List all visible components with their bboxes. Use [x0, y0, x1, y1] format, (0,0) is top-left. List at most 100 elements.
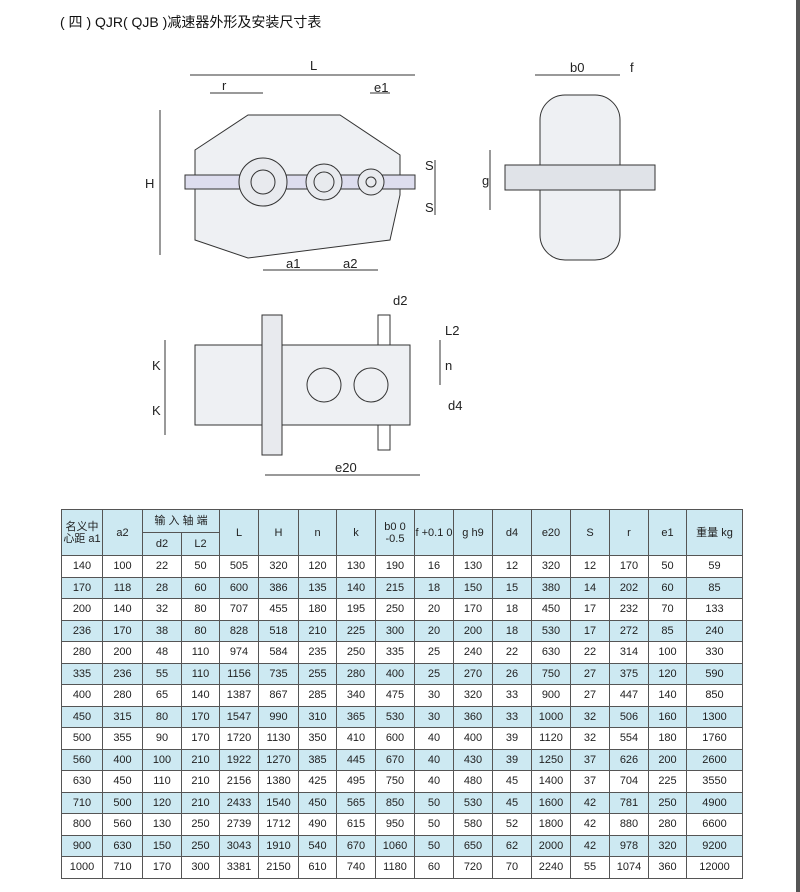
table-cell: 781 [609, 791, 649, 814]
table-cell: 50 [648, 555, 687, 578]
table-cell: 450 [298, 791, 337, 814]
label-e1: e1 [374, 80, 388, 95]
table-cell: 16 [414, 555, 454, 578]
table-cell: 285 [298, 684, 337, 707]
table-cell: 40 [414, 748, 454, 771]
label-S2: S [425, 200, 434, 215]
table-cell: 210 [181, 770, 220, 793]
table-cell: 500 [61, 727, 103, 750]
table-cell: 518 [258, 619, 299, 642]
table-cell: 650 [453, 834, 493, 857]
table-cell: 12000 [686, 856, 743, 879]
table-cell: 6600 [686, 813, 743, 836]
table-cell: 110 [142, 770, 182, 793]
table-cell: 1156 [219, 662, 259, 685]
table-cell: 39 [492, 748, 532, 771]
label-a2: a2 [343, 256, 357, 271]
label-r: r [222, 78, 227, 93]
table-cell: 32 [142, 598, 182, 621]
table-cell: 1547 [219, 705, 259, 728]
table-cell: 270 [453, 662, 493, 685]
table-cell: 215 [375, 576, 415, 599]
table-cell: 850 [375, 791, 415, 814]
table-cell: 2739 [219, 813, 259, 836]
table-cell: 70 [648, 598, 687, 621]
table-cell: 450 [61, 705, 103, 728]
table-cell: 1074 [609, 856, 649, 879]
table-cell: 400 [102, 748, 143, 771]
table-cell: 330 [686, 641, 743, 664]
header-H: H [258, 509, 299, 556]
table-cell: 59 [686, 555, 743, 578]
table-cell: 225 [336, 619, 376, 642]
table-cell: 118 [102, 576, 143, 599]
table-cell: 565 [336, 791, 376, 814]
table-cell: 250 [336, 641, 376, 664]
table-cell: 320 [531, 555, 571, 578]
table-cell: 385 [298, 748, 337, 771]
table-cell: 1060 [375, 834, 415, 857]
table-cell: 14 [570, 576, 610, 599]
table-cell: 140 [336, 576, 376, 599]
table-cell: 250 [181, 813, 220, 836]
label-L: L [310, 58, 317, 73]
label-L2: L2 [445, 323, 459, 338]
table-cell: 740 [336, 856, 376, 879]
table-cell: 170 [142, 856, 182, 879]
table-cell: 1120 [531, 727, 571, 750]
table-cell: 45 [492, 770, 532, 793]
table-cell: 1600 [531, 791, 571, 814]
table-cell: 18 [414, 576, 454, 599]
table-cell: 240 [453, 641, 493, 664]
table-cell: 386 [258, 576, 299, 599]
label-d2: d2 [393, 293, 407, 308]
label-f: f [630, 60, 634, 75]
table-cell: 236 [61, 619, 103, 642]
page-title: ( 四 ) QJR( QJB )减速器外形及安装尺寸表 [60, 14, 322, 30]
table-cell: 225 [648, 770, 687, 793]
table-cell: 1270 [258, 748, 299, 771]
table-cell: 3381 [219, 856, 259, 879]
table-cell: 1720 [219, 727, 259, 750]
table-cell: 25 [414, 662, 454, 685]
table-cell: 100 [648, 641, 687, 664]
label-H: H [145, 176, 154, 191]
label-S1: S [425, 158, 434, 173]
table-cell: 360 [453, 705, 493, 728]
table-cell: 100 [102, 555, 143, 578]
table-cell: 615 [336, 813, 376, 836]
label-K1: K [152, 358, 161, 373]
table-cell: 210 [298, 619, 337, 642]
table-cell: 704 [609, 770, 649, 793]
page-edge [796, 0, 800, 892]
table-cell: 3550 [686, 770, 743, 793]
header-L: L [219, 509, 259, 556]
table-cell: 1000 [531, 705, 571, 728]
table-cell: 170 [61, 576, 103, 599]
header-n: n [298, 509, 337, 556]
table-cell: 170 [181, 705, 220, 728]
table-cell: 4900 [686, 791, 743, 814]
table-cell: 320 [648, 834, 687, 857]
table-cell: 600 [375, 727, 415, 750]
table-cell: 375 [609, 662, 649, 685]
table-cell: 445 [336, 748, 376, 771]
table-cell: 400 [375, 662, 415, 685]
label-e20: e20 [335, 460, 357, 475]
table-cell: 195 [336, 598, 376, 621]
table-cell: 978 [609, 834, 649, 857]
table-cell: 750 [531, 662, 571, 685]
table-cell: 2000 [531, 834, 571, 857]
reducer-drawings: L r e1 H S S a1 a2 b0 f g d2 L2 K K n d4… [145, 58, 656, 476]
header-f: f +0.1 0 [414, 509, 454, 556]
table-cell: 1400 [531, 770, 571, 793]
table-cell: 110 [181, 662, 220, 685]
table-cell: 320 [453, 684, 493, 707]
table-cell: 400 [61, 684, 103, 707]
table-cell: 80 [181, 598, 220, 621]
